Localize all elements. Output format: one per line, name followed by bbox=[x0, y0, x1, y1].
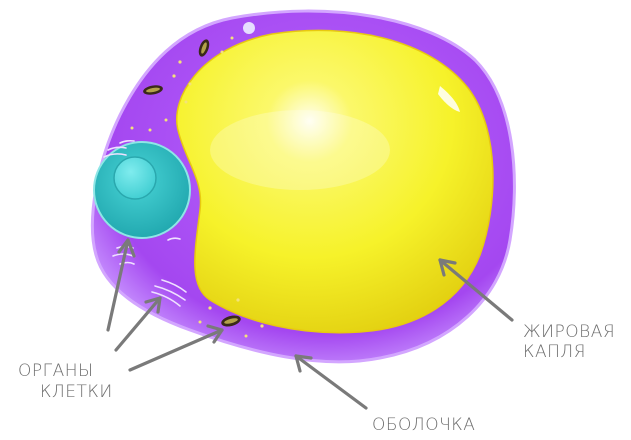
label-fat-drop-line2: КАПЛЯ bbox=[523, 343, 586, 362]
label-fat-drop-line1: ЖИРОВАЯ bbox=[523, 323, 615, 342]
fat-drop-glow bbox=[210, 110, 390, 190]
arrow-organelles-3 bbox=[130, 330, 222, 370]
label-organelles-line1: ОРГАНЫ bbox=[18, 362, 94, 381]
label-organelles-line2: КЛЕТКИ bbox=[40, 383, 113, 402]
arrow-membrane bbox=[296, 356, 366, 408]
nucleolus bbox=[114, 157, 156, 199]
label-membrane: ОБОЛОЧКА bbox=[372, 416, 475, 435]
vesicle bbox=[243, 22, 255, 34]
